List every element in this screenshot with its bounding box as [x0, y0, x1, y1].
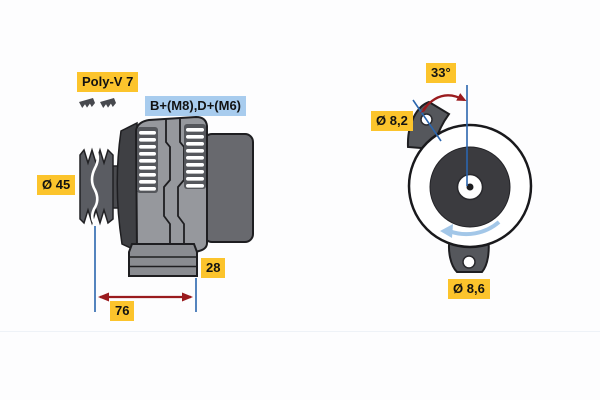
arc-arrowhead-left-icon — [420, 103, 430, 113]
arrowhead-left-icon — [98, 292, 109, 302]
pulley — [79, 147, 114, 226]
front-face-band — [116, 121, 138, 253]
mounting-angle-label: 33° — [426, 63, 456, 83]
lower-hole-diameter-label: Ø 8,6 — [448, 279, 490, 299]
arc-arrowhead-right-icon — [456, 93, 467, 101]
center-contour-left — [157, 118, 171, 253]
center-contour-right — [177, 118, 197, 252]
arrowhead-right-icon — [182, 292, 193, 302]
dimension-76 — [94, 226, 197, 312]
upper-hole-diameter-label: Ø 8,2 — [371, 111, 413, 131]
belt-profile-icon — [100, 98, 116, 108]
fin-panel-left — [137, 127, 158, 193]
belt-profile-icon — [79, 98, 95, 108]
rotation-direction-arrow-icon — [440, 220, 501, 238]
mounting-foot — [128, 243, 198, 277]
pulley-diameter-label: Ø 45 — [37, 175, 76, 195]
dimension-33deg — [412, 85, 468, 186]
rear-housing — [203, 133, 254, 243]
break-line — [90, 148, 100, 225]
alternator-side-view — [79, 115, 254, 277]
alternator-rear-view — [406, 100, 533, 273]
angled-reference-line — [412, 99, 442, 142]
terminal-label: B+(M8),D+(M6) — [145, 96, 247, 116]
foot-width-label: 28 — [201, 258, 226, 278]
fin-panel-right — [184, 124, 206, 189]
drawing-area-edge — [0, 331, 600, 332]
lower-ear-hole — [462, 255, 476, 269]
belt-type-label: Poly-V 7 — [77, 72, 139, 92]
mounting-length-label: 76 — [110, 301, 135, 321]
belt-profile-icons — [79, 98, 116, 108]
shaft-center-dot — [466, 183, 474, 191]
